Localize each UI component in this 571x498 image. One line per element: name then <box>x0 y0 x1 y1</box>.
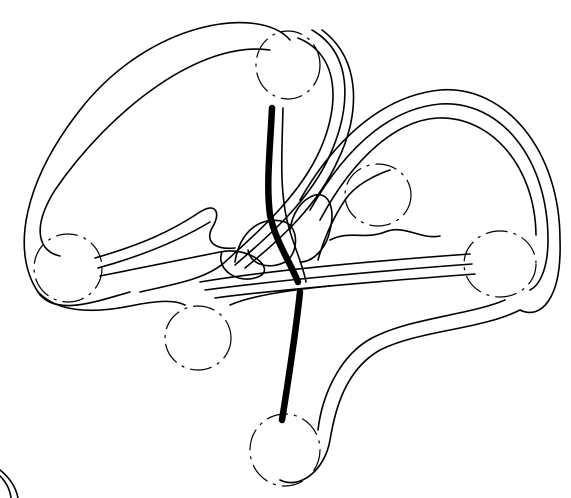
band-left-3 <box>100 251 264 279</box>
right-loop-inner-b <box>320 118 536 235</box>
circle-right <box>464 231 536 297</box>
central-core-strand <box>268 108 306 420</box>
circle-left <box>34 234 102 302</box>
core-strand-lower <box>282 292 300 420</box>
circle-lower-left <box>165 306 231 370</box>
corner-arc-1 <box>0 470 18 498</box>
inner-bands <box>95 170 475 298</box>
inner-wave <box>330 230 440 240</box>
left-loop-inside <box>40 49 270 256</box>
left-loop-inner-b <box>245 30 354 268</box>
lower-tail-inner <box>318 300 505 430</box>
right-loop-outer <box>300 90 560 313</box>
lower-tail-outer <box>280 310 520 483</box>
outer-loop-right <box>38 90 560 483</box>
lower-left-edge <box>38 292 185 310</box>
band-left-2 <box>98 222 210 268</box>
lower-mid-edge <box>230 286 330 305</box>
circle-bottom <box>250 414 320 486</box>
circle-top <box>256 31 320 99</box>
corner-fragment <box>0 470 18 498</box>
right-loop-inner <box>310 104 548 290</box>
band-left-1 <box>95 208 235 258</box>
inner-knot-c <box>318 170 390 260</box>
circle-upper-right <box>345 164 411 226</box>
outer-loop-left <box>24 23 353 306</box>
